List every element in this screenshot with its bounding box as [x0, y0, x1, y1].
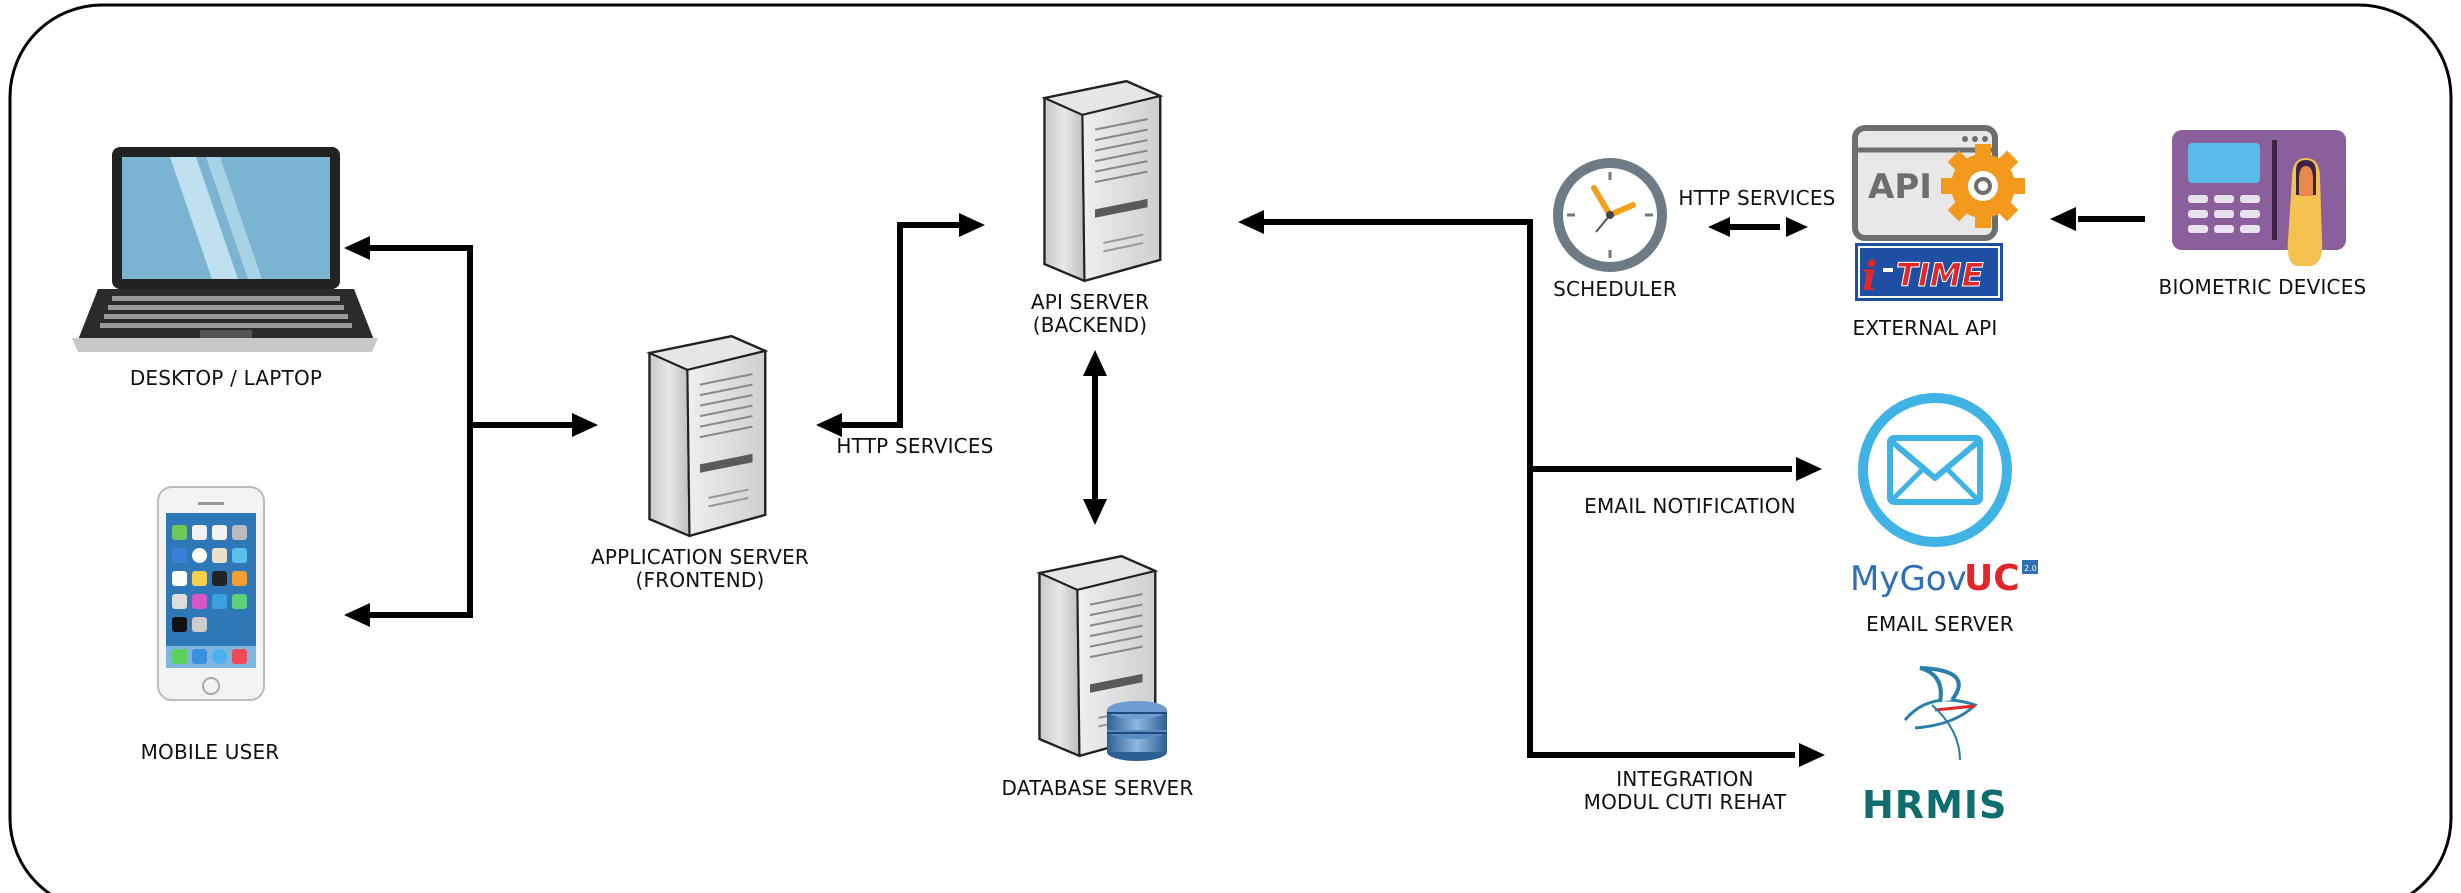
hrmis-logo: HRMIS [1862, 666, 2007, 827]
application-server-icon [648, 334, 767, 538]
integration-label: INTEGRATION MODUL CUTI REHAT [1570, 768, 1800, 814]
api-server-label-line1: API SERVER [1030, 290, 1150, 314]
api-logo-text: API [1868, 167, 1932, 207]
email-server-label: EMAIL SERVER [1866, 612, 2014, 636]
diagram-frame [8, 3, 2453, 893]
arrow-sched-left [1708, 217, 1730, 237]
scheduler-label: SCHEDULER [1553, 277, 1677, 301]
integration-label-line1: INTEGRATION [1616, 767, 1754, 791]
application-server-label: APPLICATION SERVER (FRONTEND) [580, 546, 820, 592]
biometric-devices-label: BIOMETRIC DEVICES [2158, 275, 2367, 299]
arrow-to-app [572, 413, 598, 437]
mygov-logo-text: MyGov [1850, 559, 1967, 599]
arrow-app-from-api [816, 413, 842, 437]
http-services-label-app: HTTP SERVICES [836, 434, 994, 458]
api-server-label: API SERVER (BACKEND) [1000, 291, 1180, 337]
database-server-icon [1038, 554, 1167, 761]
application-server-label-line1: APPLICATION SERVER [590, 545, 810, 569]
external-api-label: EXTERNAL API [1852, 316, 1998, 340]
integration-label-line2: MODUL CUTI REHAT [1583, 790, 1787, 814]
api-server-icon [1043, 79, 1162, 283]
database-server-label: DATABASE SERVER [1001, 776, 1194, 800]
arrow-bio-to-api [2050, 207, 2076, 231]
biometric-device-icon [2172, 130, 2346, 266]
desktop-laptop-label: DESKTOP / LAPTOP [129, 366, 323, 390]
laptop-icon [72, 147, 378, 352]
line-desktop-bus [360, 245, 473, 618]
email-envelope-icon [1858, 393, 2012, 547]
application-server-label-line2: (FRONTEND) [635, 568, 765, 592]
arrow-to-hrmis [1799, 743, 1825, 767]
arrow-to-api-left [959, 213, 985, 237]
http-services-label-scheduler: HTTP SERVICES [1678, 186, 1836, 210]
connectors [360, 216, 2145, 758]
uc-logo-text: UC [1964, 558, 2020, 599]
mobile-phone-icon [157, 486, 265, 701]
arrowheads [344, 207, 2076, 767]
itime-logo-prefix: i [1862, 253, 1877, 300]
email-notification-label: EMAIL NOTIFICATION [1584, 494, 1796, 518]
line-right-bus [1262, 219, 1795, 758]
arrow-to-email [1796, 457, 1822, 481]
uc-version-text: 2.0 [2024, 564, 2037, 573]
external-api-icon: API i TIME [1852, 125, 2025, 301]
mygov-uc-logo: MyGov UC 2.0 [1850, 558, 2038, 599]
arrow-sched-right [1786, 217, 1808, 237]
arrow-to-api-right [1238, 210, 1264, 234]
arrow-to-desktop [344, 236, 370, 260]
arrow-api-db-up [1083, 350, 1107, 376]
line-app-api [840, 222, 965, 428]
itime-logo-text: TIME [1896, 256, 1984, 294]
arrow-to-mobile [344, 603, 370, 627]
hrmis-logo-text: HRMIS [1862, 783, 2007, 827]
scheduler-clock-icon [1553, 158, 1667, 272]
arrow-api-db-down [1083, 499, 1107, 525]
mobile-user-label: MOBILE USER [140, 740, 280, 764]
api-server-label-line2: (BACKEND) [1032, 313, 1148, 337]
